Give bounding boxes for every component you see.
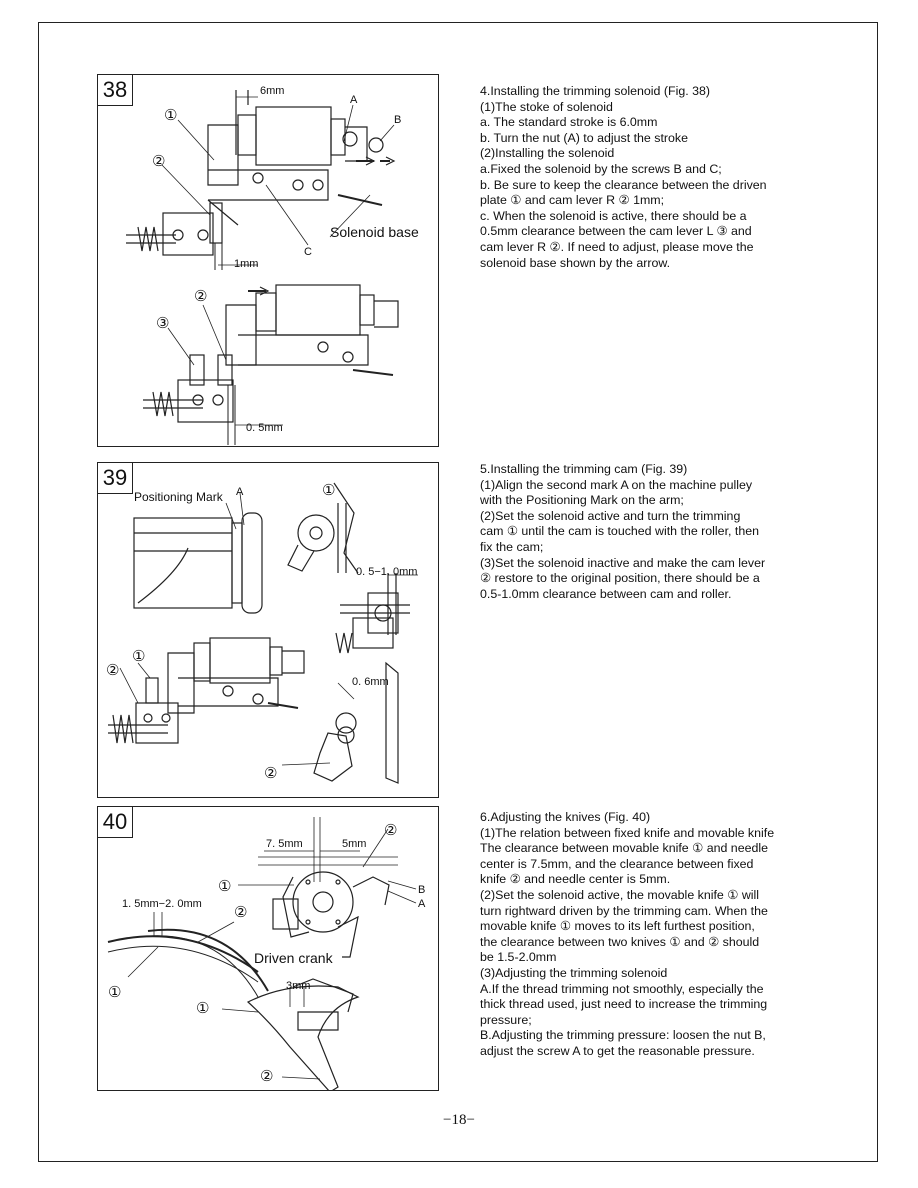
label-positioning-mark: Positioning Mark (134, 490, 224, 504)
label-05mm: 0. 5mm (246, 422, 283, 434)
section-6-text: 6.Adjusting the knives (Fig. 40) (1)The … (480, 810, 830, 1060)
page-number: −18− (443, 1112, 475, 1128)
callout-1b: ① (108, 983, 121, 1001)
label-driven-crank: Driven crank (254, 950, 334, 966)
label-b: B (394, 114, 401, 126)
label-15-20mm: 1. 5mm−2. 0mm (122, 898, 202, 910)
text-line: (1)The stoke of solenoid (480, 99, 613, 114)
text-line: (1)The relation between fixed knife and … (480, 825, 775, 840)
knife-disc (292, 871, 354, 933)
text-line: cam lever R ②. If need to adjust, please… (480, 239, 754, 254)
text-line: B.Adjusting the trimming pressure: loose… (480, 1028, 766, 1043)
callout-2: ② (152, 152, 165, 170)
callout-2b: ② (194, 287, 207, 305)
text-line: center is 7.5mm, and the clearance betwe… (480, 856, 754, 871)
text-line: (3)Set the solenoid inactive and make th… (480, 555, 766, 570)
text-line: be 1.5-2.0mm (480, 950, 557, 965)
text-line: 0.5mm clearance between the cam lever L … (480, 224, 752, 239)
callout-2: ② (106, 661, 119, 679)
label-75mm: 7. 5mm (266, 838, 303, 850)
text-line: turn rightward driven by the trimming ca… (480, 903, 768, 918)
callout-2: ② (384, 821, 397, 839)
text-line: the clearance between two knives ① and ②… (480, 934, 760, 949)
callout-1b: ① (132, 647, 145, 665)
label-06mm: 0. 6mm (352, 676, 389, 688)
label-5mm: 5mm (342, 838, 366, 850)
text-line: (3)Adjusting the trimming solenoid (480, 965, 668, 980)
callout-1: ① (218, 877, 231, 895)
text-line: 6.Adjusting the knives (Fig. 40) (480, 810, 651, 824)
text-line: movable knife ① moves to its left furthe… (480, 919, 755, 934)
text-line: fix the cam; (480, 539, 544, 554)
text-line: solenoid base shown by the arrow. (480, 255, 671, 270)
text-line: The clearance between movable knife ① an… (480, 841, 769, 856)
callout-1: ① (322, 481, 335, 499)
figure-38: 6mm A B ① ② Solenoid base C 1mm ② ③ 0. 5… (97, 74, 439, 447)
text-line: 4.Installing the trimming solenoid (Fig.… (480, 84, 711, 98)
label-a: A (350, 94, 358, 106)
label-b: B (418, 884, 425, 896)
text-line: (1)Align the second mark A on the machin… (480, 477, 753, 492)
text-line: (2)Installing the solenoid (480, 146, 615, 161)
text-line: b. Turn the nut (A) to adjust the stroke (480, 130, 688, 145)
figure-39-drawing: Positioning Mark A ① 0. 5−1. 0mm ② ① 0. … (106, 481, 418, 784)
text-line: adjust the screw A to get the reasonable… (480, 1043, 755, 1058)
text-line: with the Positioning Mark on the arm; (480, 493, 684, 508)
text-line: a. The standard stroke is 6.0mm (480, 115, 658, 130)
label-3mm: 3mm (286, 980, 310, 992)
section-5-text: 5.Installing the trimming cam (Fig. 39) … (480, 462, 830, 602)
callout-1: ① (164, 106, 177, 124)
callout-2c: ② (260, 1067, 273, 1085)
figure-39: Positioning Mark A ① 0. 5−1. 0mm ② ① 0. … (97, 462, 439, 798)
text-line: cam ① until the cam is touched with the … (480, 524, 760, 539)
text-line: 5.Installing the trimming cam (Fig. 39) (480, 462, 688, 476)
label-6mm: 6mm (260, 85, 284, 97)
figure-40: 7. 5mm 5mm ② ① B A 1. 5mm−2. 0mm ② Drive… (97, 806, 439, 1091)
label-05-10mm: 0. 5−1. 0mm (356, 566, 417, 578)
callout-2b: ② (234, 903, 247, 921)
text-line: thick thread used, just need to increase… (480, 997, 768, 1012)
callout-3: ③ (156, 314, 169, 332)
label-1mm: 1mm (234, 258, 258, 270)
text-line: plate ① and cam lever R ② 1mm; (480, 193, 665, 208)
figure-number: 38 (98, 75, 133, 106)
text-line: c. When the solenoid is active, there sh… (480, 208, 747, 223)
label-a: A (236, 486, 244, 498)
callout-2b: ② (264, 764, 277, 782)
figure-38-drawing: 6mm A B ① ② Solenoid base C 1mm ② ③ 0. 5… (126, 85, 419, 445)
text-line: A.If the thread trimming not smoothly, e… (480, 981, 764, 996)
figure-number: 40 (98, 807, 133, 838)
solenoid-body-39 (209, 637, 271, 684)
label-a: A (418, 898, 426, 910)
section-4-text: 4.Installing the trimming solenoid (Fig.… (480, 84, 830, 271)
text-line: ② restore to the original position, ther… (480, 571, 760, 586)
label-c: C (304, 246, 312, 258)
label-solenoid-base: Solenoid base (330, 224, 419, 240)
text-line: (2)Set the solenoid active and turn the … (480, 508, 741, 523)
text-line: pressure; (480, 1012, 532, 1027)
text-line: 0.5-1.0mm clearance between cam and roll… (480, 586, 732, 601)
solenoid-body-upper (255, 106, 332, 166)
text-line: b. Be sure to keep the clearance between… (480, 177, 767, 192)
callout-1c: ① (196, 999, 209, 1017)
figure-number: 39 (98, 463, 133, 494)
text-line: (2)Set the solenoid active, the movable … (480, 887, 760, 902)
text-line: knife ② and needle center is 5mm. (480, 872, 671, 887)
text-line: a.Fixed the solenoid by the screws B and… (480, 161, 722, 176)
figure-40-drawing: 7. 5mm 5mm ② ① B A 1. 5mm−2. 0mm ② Drive… (107, 817, 426, 1090)
page-border (38, 22, 878, 1162)
